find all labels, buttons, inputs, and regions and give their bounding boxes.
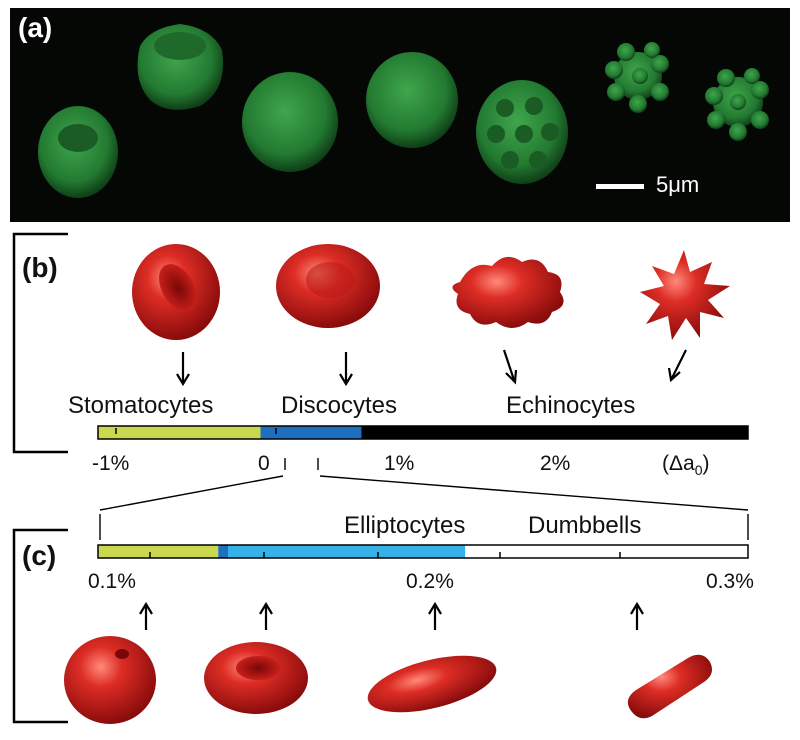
bar-c-segment-2: [228, 545, 466, 558]
bar-c-minor-ticks: [149, 552, 621, 558]
tick-2: 2%: [540, 452, 571, 475]
zoomed-bar: [97, 544, 749, 559]
red-cells-b: [132, 244, 730, 340]
tick-0-1: 0.1%: [88, 570, 136, 593]
green-cell-3: [242, 72, 338, 172]
elliptocyte-shape: [367, 655, 497, 713]
stomatocytes-label: Stomatocytes: [68, 392, 214, 419]
bar-c-outline: [97, 544, 749, 559]
scale-bar-label: 5μm: [656, 172, 700, 197]
spherocyte-shape: [64, 636, 156, 724]
arrows-c: [139, 601, 644, 630]
bar-c-segment-1: [218, 545, 228, 558]
echinocyte-shape-1: [452, 256, 564, 328]
bar-b-minor-ticks: [115, 428, 592, 434]
panel-c-label: (c): [22, 540, 57, 571]
green-cells: [38, 24, 769, 198]
zoom-connector: [99, 458, 749, 540]
arrows-b: [176, 349, 687, 387]
dumbbells-label: Dumbbells: [528, 512, 642, 539]
green-cell-4: [366, 52, 458, 148]
bar-b-segment-1: [260, 426, 362, 439]
bar-c-segment-0: [98, 545, 219, 558]
tick-minus-1: -1%: [92, 452, 130, 475]
panel-c-bracket: [12, 528, 68, 724]
discocytes-label: Discocytes: [281, 392, 398, 419]
echinocytes-label: Echinocytes: [506, 392, 636, 419]
green-cell-5: [476, 80, 568, 184]
scale-bar: [596, 184, 644, 189]
green-cell-6: [605, 42, 669, 113]
bar-b-segment-2: [361, 426, 748, 439]
tick-1: 1%: [384, 452, 415, 475]
dumbbell-shape: [627, 654, 712, 719]
green-cell-7: [705, 68, 769, 141]
panel-b-bracket: [12, 232, 68, 454]
tick-0: 0: [258, 452, 270, 475]
bar-b-outline: [97, 425, 749, 440]
panel-a-label: (a): [18, 12, 53, 43]
red-cells-c: [64, 636, 712, 724]
delta-a0-bar: [97, 425, 749, 440]
bar-b-segment-0: [98, 426, 261, 439]
tick-0-2: 0.2%: [406, 570, 454, 593]
tick-0-3: 0.3%: [706, 570, 754, 593]
echinocyte-shape-2: [640, 250, 730, 340]
panel-b-label: (b): [22, 252, 58, 283]
tick-unit: (Δa0): [662, 452, 710, 479]
bar-c-segment-3: [465, 545, 748, 558]
elliptocytes-label: Elliptocytes: [344, 512, 466, 539]
